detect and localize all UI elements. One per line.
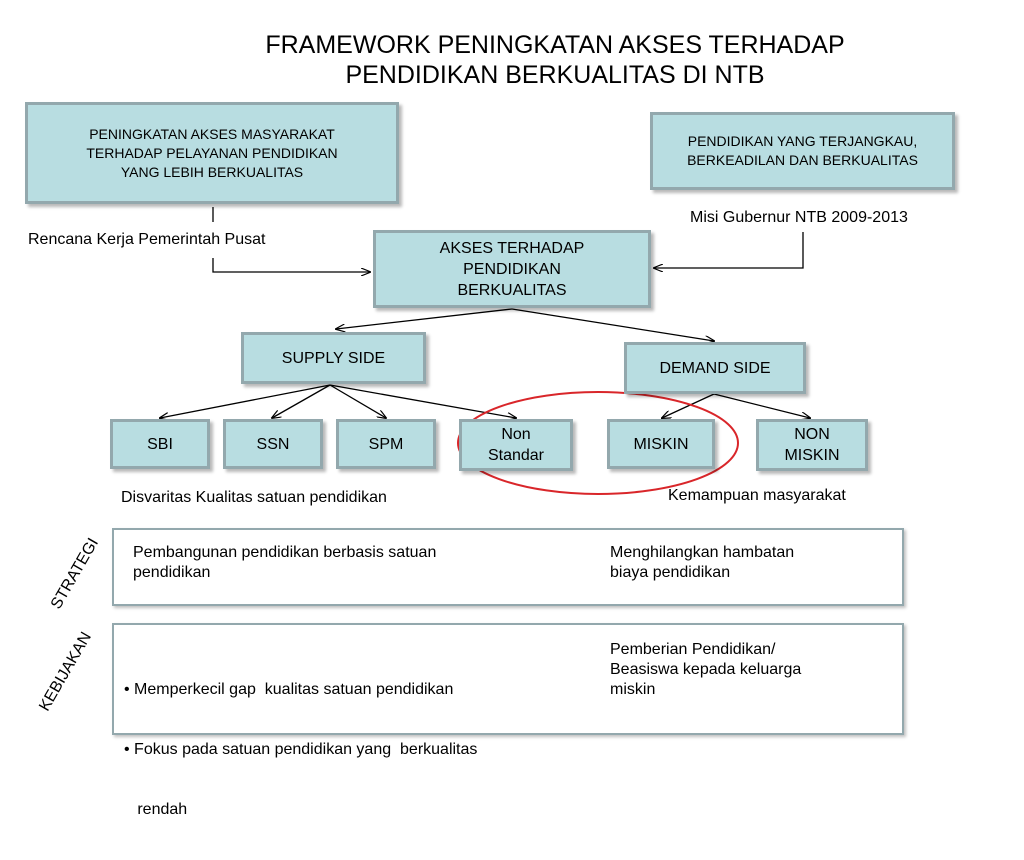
kebijakan-left-line: • Memperkecil gap kualitas satuan pendid… xyxy=(124,681,454,698)
connector-lines xyxy=(160,207,810,418)
arrow-center-to-supply xyxy=(336,308,513,329)
label-disvaritas: Disvaritas Kualitas satuan pendidikan xyxy=(121,489,387,506)
kebijakan-left-text: • Memperkecil gap kualitas satuan pendid… xyxy=(124,640,477,860)
box-text-line: NON xyxy=(794,426,830,443)
box-text-line: SPM xyxy=(368,435,404,453)
box-text-line: PENINGKATAN AKSES MASYARAKAT xyxy=(89,125,335,142)
box-text-line: YANG LEBIH BERKUALITAS xyxy=(120,163,304,180)
box-peningkatan-akses: PENINGKATAN AKSES MASYARAKAT TERHADAP PE… xyxy=(25,102,399,204)
strategi-right-text: Menghilangkan hambatan biaya pendidikan xyxy=(610,543,794,583)
arrow-center-to-demand xyxy=(511,308,714,341)
box-text-line: MISKIN xyxy=(784,447,840,464)
box-akses-terhadap-pendidikan: AKSES TERHADAP PENDIDIKAN BERKUALITAS xyxy=(373,230,651,308)
connector-layer xyxy=(0,207,1024,495)
kebijakan-left-line: rendah xyxy=(124,801,188,818)
kebijakan-right-line: Pemberian Pendidikan/ xyxy=(610,641,776,658)
box-text-line: DEMAND SIDE xyxy=(659,359,771,377)
box-non-standar: Non Standar xyxy=(459,419,573,471)
box-text-line: SUPPLY SIDE xyxy=(281,349,386,367)
arrow-demand-to-miskin xyxy=(662,393,715,418)
box-text-line: SSN xyxy=(256,435,290,453)
box-text-line: PENDIDIKAN YANG TERJANGKAU, xyxy=(687,133,918,149)
strategi-right-line: Menghilangkan hambatan xyxy=(610,544,795,561)
highlight-ellipse xyxy=(457,391,739,495)
label-rencana-kerja: Rencana Kerja Pemerintah Pusat xyxy=(28,231,266,248)
box-non-miskin: NON MISKIN xyxy=(756,419,868,471)
connector-rencana-to-center xyxy=(212,258,370,272)
strategi-panel: Pembangunan pendidikan berbasis satuan p… xyxy=(112,528,904,606)
box-text-line: BERKEADILAN DAN BERKUALITAS xyxy=(687,152,918,168)
kebijakan-right-line: Beasiswa kepada keluarga xyxy=(610,661,802,678)
box-text-line: Standar xyxy=(487,447,545,464)
label-misi-gubernur: Misi Gubernur NTB 2009-2013 xyxy=(690,209,908,226)
strategi-left-text: Pembangunan pendidikan berbasis satuan p… xyxy=(133,543,436,583)
box-pendidikan-terjangkau: PENDIDIKAN YANG TERJANGKAU, BERKEADILAN … xyxy=(650,112,955,190)
box-spm: SPM xyxy=(336,419,436,469)
page-title: FRAMEWORK PENINGKATAN AKSES TERHADAP PEN… xyxy=(160,30,950,90)
kebijakan-right-line: miskin xyxy=(610,681,656,698)
kebijakan-left-line: • Fokus pada satuan pendidikan yang berk… xyxy=(124,741,478,758)
label-kemampuan: Kemampuan masyarakat xyxy=(668,487,846,504)
box-text-line: Non xyxy=(501,426,531,443)
box-sbi: SBI xyxy=(110,419,210,469)
box-text-line: MISKIN xyxy=(633,435,689,453)
kebijakan-right-text: Pemberian Pendidikan/ Beasiswa kepada ke… xyxy=(610,640,801,700)
arrow-supply-to-spm xyxy=(329,384,386,418)
strategi-left-line: Pembangunan pendidikan berbasis satuan xyxy=(133,544,437,561)
strategi-left-line: pendidikan xyxy=(133,564,211,581)
kebijakan-panel: • Memperkecil gap kualitas satuan pendid… xyxy=(112,623,904,818)
box-ssn: SSN xyxy=(223,419,323,469)
box-text-line: TERHADAP PELAYANAN PENDIDIKAN xyxy=(86,144,338,161)
box-supply-side: SUPPLY SIDE xyxy=(241,332,426,384)
arrow-demand-to-nonmiskin xyxy=(713,393,810,418)
box-demand-side: DEMAND SIDE xyxy=(624,342,806,394)
box-text-line: AKSES TERHADAP xyxy=(439,239,585,257)
box-text-line: BERKUALITAS xyxy=(457,281,567,299)
connector-topright-to-center xyxy=(654,232,804,268)
arrow-supply-to-ssn xyxy=(272,384,331,418)
title-line-2: PENDIDIKAN BERKUALITAS DI NTB xyxy=(345,61,765,89)
box-miskin: MISKIN xyxy=(607,419,715,469)
strategi-right-line: biaya pendidikan xyxy=(610,564,731,581)
box-text-line: PENDIDIKAN xyxy=(463,260,561,278)
box-text-line: SBI xyxy=(147,435,173,453)
arrow-supply-to-sbi xyxy=(160,384,331,418)
title-line-1: FRAMEWORK PENINGKATAN AKSES TERHADAP xyxy=(265,31,845,59)
